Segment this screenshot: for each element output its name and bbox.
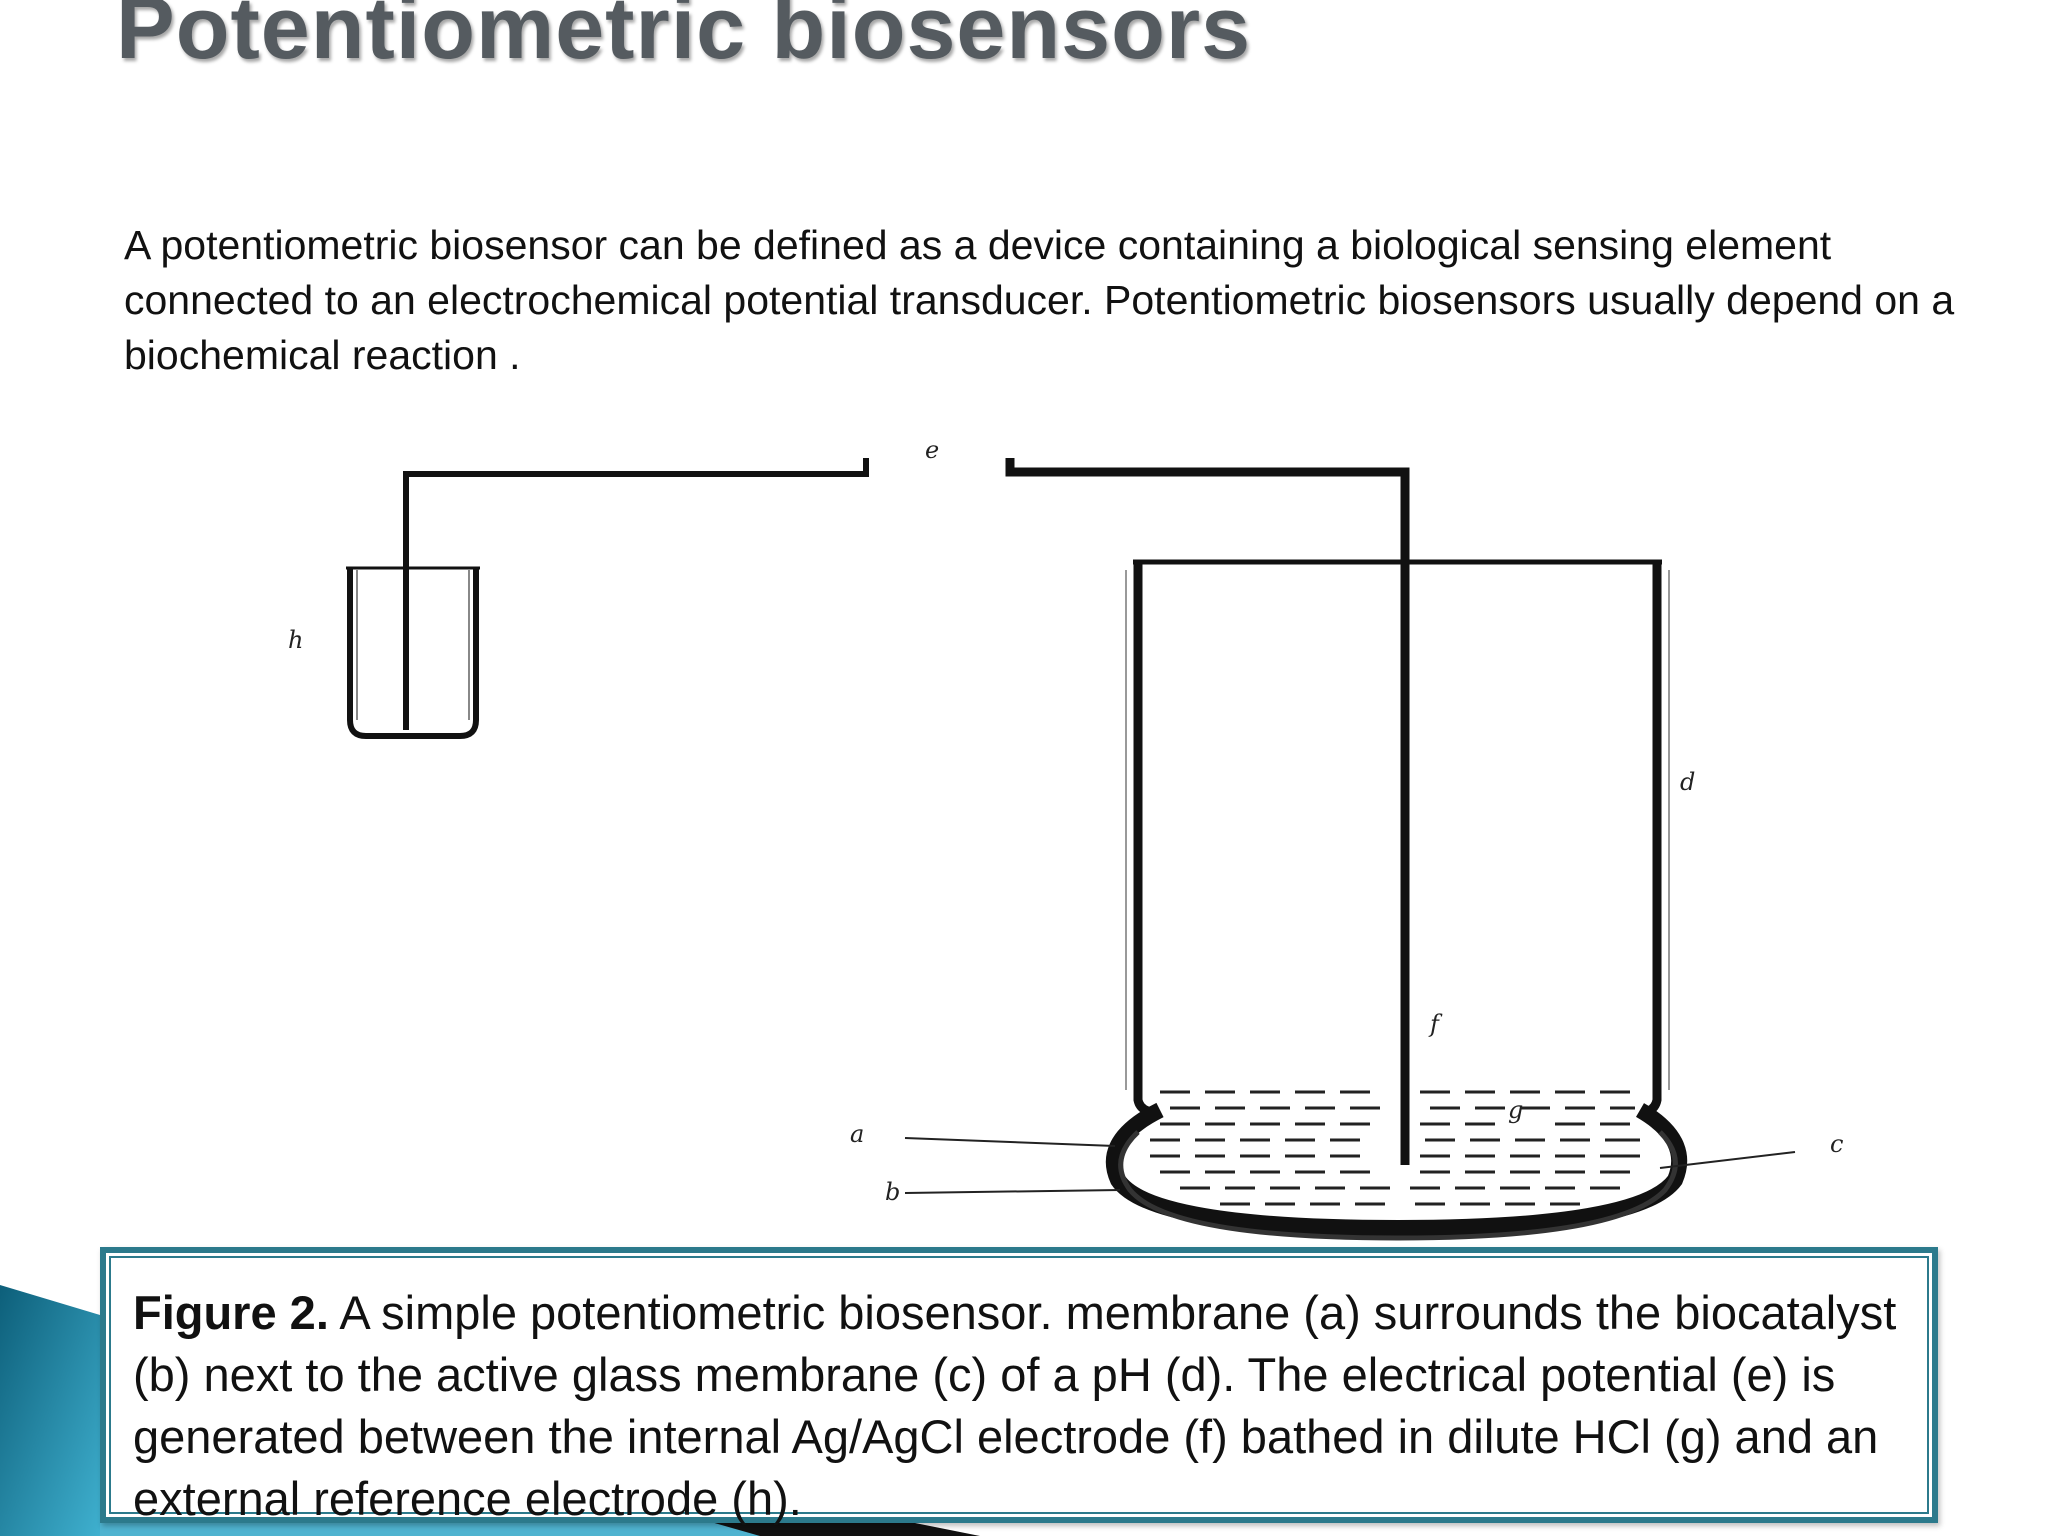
intro-paragraph: A potentiometric biosensor can be define… [124,222,1955,378]
label-c: c [1830,1130,1843,1158]
hcl-solution [1150,1090,1640,1206]
reference-wire [403,458,869,730]
ph-electrode-left-wall [1133,562,1153,1117]
leader-line-b [904,1189,1121,1194]
ph-electrode-right-wall [1643,562,1662,1117]
label-e: e [925,436,939,464]
figure-caption-text: A simple potentiometric biosensor. membr… [133,1286,1897,1525]
figure-caption-box: Figure 2. A simple potentiometric biosen… [100,1247,1938,1525]
leader-line-a [904,1137,1116,1147]
label-b: b [885,1178,900,1206]
glass-membrane-bulb [1105,1102,1688,1237]
label-d: d [1680,768,1695,796]
label-a: a [850,1120,864,1148]
leader-line-c [1659,1151,1796,1169]
figure-caption: Figure 2. A simple potentiometric biosen… [109,1256,1929,1525]
label-g: g [1508,1096,1523,1124]
label-h: h [288,626,303,654]
figure-caption-lead: Figure 2. [133,1286,329,1339]
reference-electrode-beaker [347,568,479,739]
slide-title: Potentiometric biosensors [116,0,1252,77]
label-f: f [1428,1010,1443,1038]
enzyme-membrane [1118,1130,1678,1241]
internal-electrode-wire [1005,458,1410,1165]
